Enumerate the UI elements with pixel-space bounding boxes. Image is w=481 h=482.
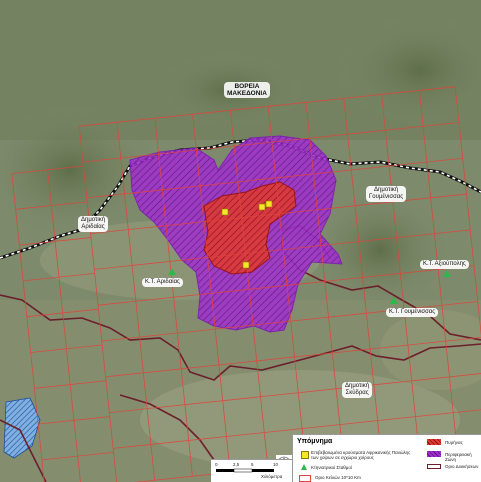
legend-boundary-label: Οριο Διοικήσεων [445, 464, 479, 469]
outbreak-marker[interactable] [265, 200, 273, 208]
scale-tick: 0 [215, 462, 218, 467]
legend-surveillance-label: Περιφερειακή Ζώνη [445, 452, 472, 462]
outbreak-marker[interactable] [258, 203, 266, 211]
outbreak-marker[interactable] [221, 208, 229, 216]
label-de-aridaias: Δημοτική Αριδαίας [78, 216, 109, 232]
legend-core-label: Πυρήνας [445, 440, 463, 445]
legend-title: Υπόμνημα [297, 438, 333, 445]
label-north-macedonia: ΒΟΡΕΙΑ ΜΑΚΕΔΟΝΙΑ [224, 82, 270, 98]
legend-outbreak-label: Επιβεβαιωμένα κρούσματα Αφρικανικής Πανώ… [311, 450, 411, 460]
label-de-goumenissas: Δημοτική Γουμένισσας [366, 186, 407, 202]
label-kt-goumenissas: Κ.Τ. Γουμένισσας [386, 308, 439, 317]
legend-station-icon [301, 464, 307, 470]
map-legend: Υπόμνημα Επιβεβαιωμένα κρούσματα Αφρικαν… [292, 434, 481, 482]
legend-outbreak-swatch [301, 451, 309, 459]
scale-bar: 0 2,5 5 10 Χιλιόμετρα [211, 459, 292, 482]
scale-tick: 5 [251, 462, 254, 467]
station-markers [168, 268, 451, 304]
outbreak-marker[interactable] [242, 261, 250, 269]
label-kt-aridaias: Κ.Τ. Αριδαίας [142, 278, 183, 287]
station-marker[interactable] [443, 270, 451, 277]
outbreak-markers [221, 200, 273, 269]
legend-boundary-swatch [427, 464, 441, 469]
legend-station-label: Κτηνιατρικοί Σταθμοί [311, 465, 352, 470]
grid-cells [11, 86, 481, 482]
legend-grid-label: Οριο Κελιών 10*10 Km [315, 475, 361, 480]
legend-core-swatch [427, 439, 441, 445]
label-de-skydras: Δημοτική Σκύδρας [342, 382, 373, 398]
scale-tick: 2,5 [233, 462, 240, 467]
lake-area [3, 397, 41, 459]
station-marker[interactable] [168, 268, 176, 275]
core-zone[interactable] [203, 181, 297, 275]
label-kt-axioupolis: Κ.Τ. Αξιούπολης [420, 260, 469, 269]
legend-surveillance-swatch [427, 451, 441, 457]
scale-unit: Χιλιόμετρα [261, 474, 283, 479]
scale-tick: 10 [273, 462, 279, 467]
legend-grid-swatch [299, 475, 311, 482]
station-marker[interactable] [390, 297, 398, 304]
